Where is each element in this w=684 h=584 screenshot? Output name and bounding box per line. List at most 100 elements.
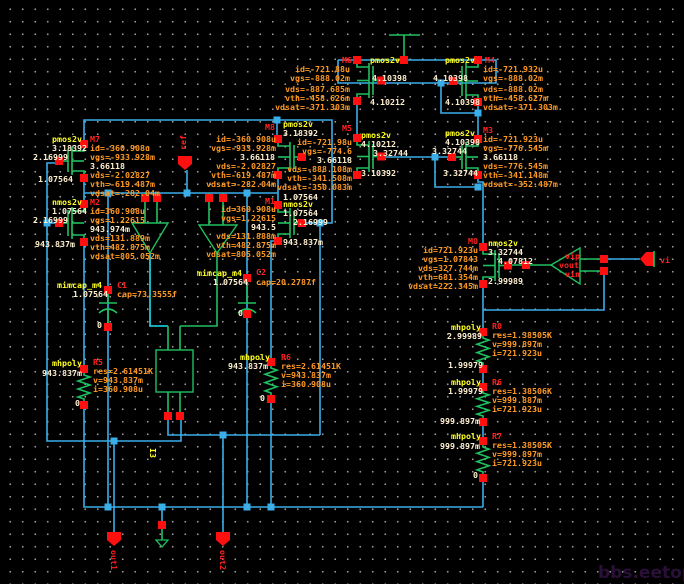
block-i3[interactable]	[155, 349, 194, 393]
terminal-pin[interactable]	[205, 194, 213, 202]
label-instances-C1-model: mimcap_m4	[57, 280, 102, 290]
terminal-pin[interactable]	[479, 328, 487, 336]
resistor-r6a[interactable]	[262, 362, 280, 399]
terminal-pin[interactable]	[600, 267, 608, 275]
terminal-pin[interactable]	[377, 152, 385, 161]
terminal-pin[interactable]	[479, 418, 487, 426]
label-instances-R6b-model: mhpoly	[451, 377, 481, 387]
terminal-pin[interactable]	[504, 261, 512, 270]
terminal-pin[interactable]	[274, 135, 282, 143]
label-instances-R6b-params-2: i=721.923u	[492, 404, 542, 414]
terminal-pin[interactable]	[219, 194, 227, 202]
opamp-right[interactable]	[549, 246, 581, 286]
wire[interactable]	[167, 416, 320, 436]
wire[interactable]	[46, 162, 182, 442]
terminal-pin[interactable]	[274, 237, 282, 245]
resistor-r0[interactable]	[474, 332, 492, 369]
terminal-pin[interactable]	[243, 274, 251, 282]
terminal-pin[interactable]	[298, 219, 306, 227]
resistor-r6b[interactable]	[474, 387, 492, 422]
terminal-pin[interactable]	[80, 365, 88, 373]
pin-vi-icon[interactable]	[640, 252, 654, 266]
terminal-pin[interactable]	[80, 174, 88, 182]
terminal-pin[interactable]	[353, 56, 361, 64]
label-instances-M1-name: M1	[265, 196, 275, 206]
terminal-pin[interactable]	[353, 97, 361, 105]
label-instances-M1-params-2: vds=131.888m	[216, 231, 276, 241]
label-nodes-c1_b: 0	[97, 320, 102, 330]
label-instances-M8-params-0: id=-360.908u	[216, 134, 276, 144]
wire-junction	[431, 153, 439, 161]
wire-junction	[316, 219, 324, 227]
terminal-pin[interactable]	[55, 219, 63, 227]
opamp-middle[interactable]	[197, 224, 239, 255]
terminal-pin[interactable]	[353, 171, 361, 179]
terminal-pin[interactable]	[600, 255, 608, 263]
wire[interactable]	[83, 405, 483, 508]
terminal-pin[interactable]	[80, 401, 88, 409]
terminal-pin[interactable]	[522, 261, 530, 269]
label-nodes-r6b_b: 999.897m	[440, 416, 480, 426]
wire[interactable]	[440, 83, 478, 114]
highlighted-net-wire[interactable]	[149, 253, 168, 327]
label-instances-M2-name: M2	[90, 197, 100, 207]
label-instances-R6a-name: R6	[281, 352, 291, 362]
terminal-pin[interactable]	[474, 56, 482, 64]
terminal-pin[interactable]	[479, 280, 487, 288]
terminal-pin[interactable]	[479, 365, 487, 373]
terminal-pin[interactable]	[474, 98, 482, 106]
terminal-pin[interactable]	[243, 310, 251, 318]
wire[interactable]	[434, 157, 478, 188]
terminal-pin[interactable]	[474, 135, 482, 143]
terminal-pin[interactable]	[158, 521, 166, 529]
terminal-pin[interactable]	[153, 194, 161, 202]
terminal-pin[interactable]	[55, 157, 63, 165]
terminal-pin[interactable]	[449, 77, 457, 85]
pin-out1-icon[interactable]	[107, 532, 121, 546]
wire[interactable]	[337, 59, 497, 84]
terminal-pin[interactable]	[274, 171, 282, 179]
terminal-pin[interactable]	[353, 134, 361, 142]
terminal-pin[interactable]	[104, 286, 112, 294]
resistor-r7[interactable]	[474, 441, 492, 478]
label-instances-M8-params-1: vgs=-933.928m	[211, 143, 276, 153]
terminal-pin[interactable]	[80, 200, 88, 208]
wire[interactable]	[270, 240, 278, 362]
terminal-pin[interactable]	[274, 201, 282, 209]
label-nodes-r5_t: 943.837m	[42, 368, 82, 378]
terminal-pin[interactable]	[479, 383, 487, 391]
terminal-pin[interactable]	[80, 238, 88, 246]
terminal-pin[interactable]	[448, 153, 456, 161]
label-instances-M6-params-3: vth=-458.626m	[285, 93, 350, 103]
label-nodes-m1_s: 943.837m	[283, 237, 323, 247]
terminal-pin[interactable]	[267, 358, 275, 366]
terminal-pin[interactable]	[80, 140, 88, 148]
wire[interactable]	[483, 271, 605, 311]
terminal-pin[interactable]	[479, 474, 487, 482]
terminal-pin[interactable]	[298, 153, 306, 161]
terminal-pin[interactable]	[104, 323, 112, 331]
terminal-pin[interactable]	[479, 437, 487, 445]
terminal-pin[interactable]	[164, 412, 172, 420]
label-instances-M3-params-1: vgs=-776.545m	[483, 143, 548, 153]
label-instances-M0-params-3: vth=681.354m	[418, 272, 478, 282]
terminal-pin[interactable]	[474, 171, 482, 179]
pin-out2-icon[interactable]	[216, 532, 230, 546]
terminal-pin[interactable]	[479, 243, 487, 251]
opamp-left[interactable]	[130, 222, 170, 255]
terminal-pin[interactable]	[176, 412, 184, 420]
terminal-pin[interactable]	[377, 76, 385, 85]
resistor-r5[interactable]	[75, 369, 93, 405]
label-instances-M4-model: pmos2v	[445, 55, 475, 65]
label-instances-M3-params-3: vth=-341.148m	[483, 170, 548, 180]
pin-ref-icon[interactable]	[178, 156, 192, 170]
wire-junction	[104, 189, 112, 197]
terminal-pin[interactable]	[267, 395, 275, 403]
label-nodes-m8_d: 1.07564	[283, 192, 318, 202]
terminal-pin[interactable]	[141, 194, 149, 202]
label-instances-R7-name: R7	[492, 431, 502, 441]
terminal-pin[interactable]	[400, 56, 408, 64]
device-wire[interactable]	[180, 253, 218, 327]
